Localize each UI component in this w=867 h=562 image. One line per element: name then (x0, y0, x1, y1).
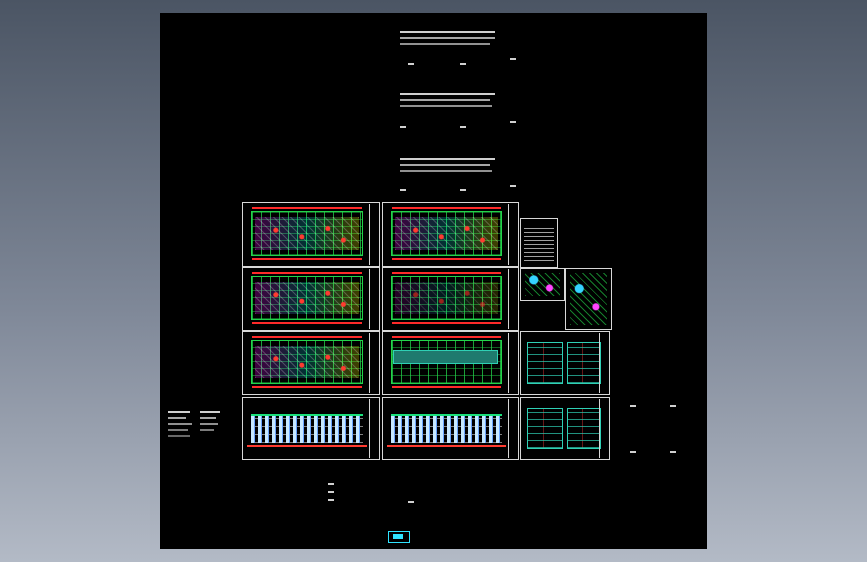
detail-sheet-1[interactable] (520, 268, 565, 301)
section-sheet-2[interactable] (520, 397, 610, 460)
door-window-schedule (524, 225, 554, 261)
floor-plan-drawing (391, 207, 502, 260)
detail-sheet-2[interactable] (565, 268, 612, 330)
title-block (369, 333, 378, 393)
plan-sheet-5[interactable] (242, 331, 380, 395)
floor-plan-drawing (251, 272, 363, 324)
elevation-sheet-1[interactable] (242, 397, 380, 460)
title-block (369, 269, 378, 329)
title-block (599, 399, 608, 458)
title-block (508, 269, 517, 329)
plan-sheet-2[interactable] (382, 202, 519, 267)
title-block (508, 399, 517, 458)
section-drawing (527, 342, 563, 384)
title-block (599, 333, 608, 393)
title-block (369, 204, 378, 265)
cad-model-space[interactable] (160, 13, 707, 549)
section-sheet-1[interactable] (520, 331, 610, 395)
schedule-table[interactable] (520, 218, 558, 268)
plan-sheet-1[interactable] (242, 202, 380, 267)
title-block (508, 333, 517, 393)
elevation-drawing (247, 410, 367, 449)
elevation-drawing (387, 410, 506, 449)
detail-drawing (570, 273, 607, 325)
title-block (508, 204, 517, 265)
title-block (369, 399, 378, 458)
floor-plan-drawing (251, 336, 363, 388)
floor-plan-drawing (251, 207, 363, 260)
detail-drawing (525, 273, 560, 296)
plan-sheet-3[interactable] (242, 267, 380, 331)
section-drawing (567, 342, 601, 384)
section-drawing (567, 408, 601, 449)
plan-sheet-4[interactable] (382, 267, 519, 331)
section-drawing (527, 408, 563, 449)
roof-outline (393, 350, 498, 364)
elevation-sheet-2[interactable] (382, 397, 519, 460)
selection-marker[interactable] (388, 531, 410, 543)
roof-plan-sheet[interactable] (382, 331, 519, 395)
floor-plan-drawing (391, 272, 502, 324)
